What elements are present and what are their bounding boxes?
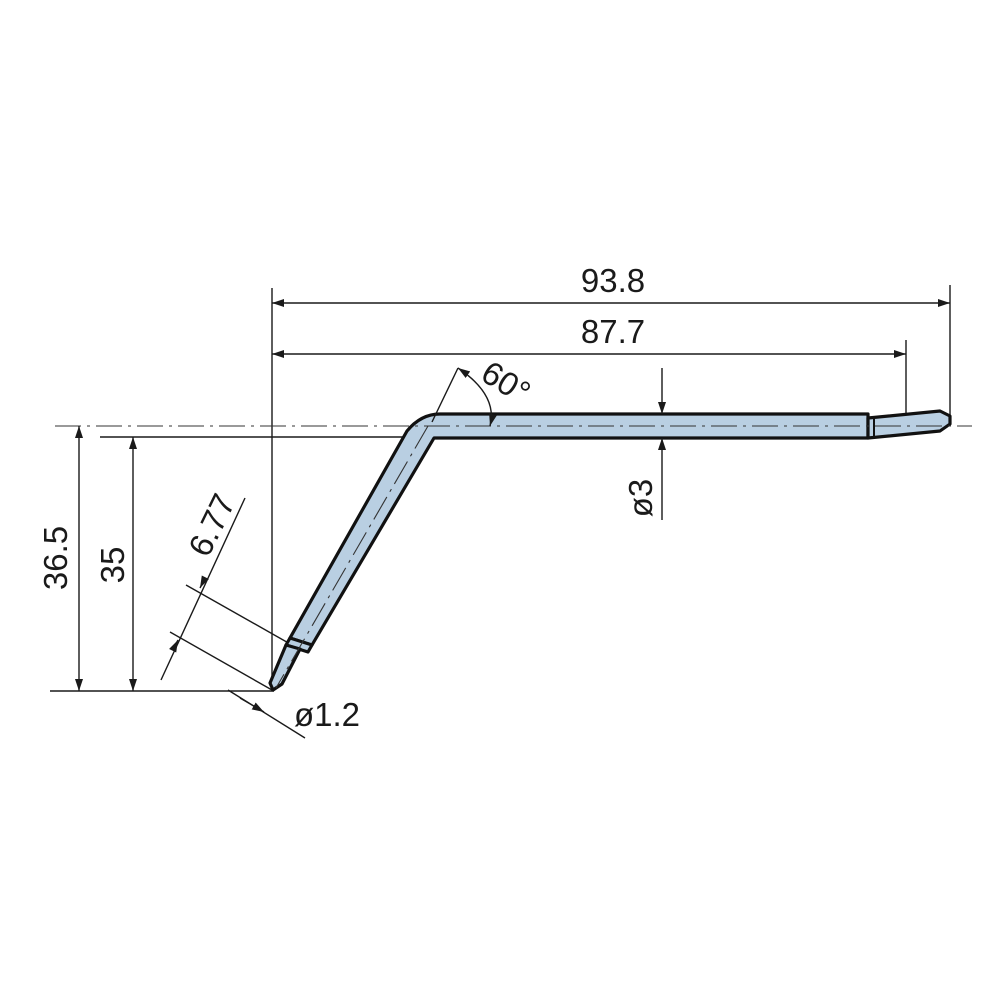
dim-length-to-collar: 87.7 bbox=[581, 313, 645, 350]
dim-total-height: 36.5 bbox=[37, 526, 74, 590]
probe-tip bbox=[268, 643, 302, 692]
dim-tip-diameter: ø1.2 bbox=[294, 696, 360, 733]
center-lines bbox=[55, 425, 972, 689]
dim-shaft-diameter: ø3 bbox=[622, 479, 659, 518]
dim-bend-angle: 60° bbox=[475, 353, 537, 411]
dimension-lines bbox=[75, 299, 950, 739]
extension-lines bbox=[50, 285, 951, 692]
probe-collar bbox=[284, 636, 314, 654]
dimension-labels: 93.8 87.7 60° ø3 36.5 35 6.77 ø1.2 bbox=[37, 262, 659, 733]
probe-end-cap bbox=[866, 409, 952, 440]
probe-shaft bbox=[288, 412, 870, 647]
dim-overall-length: 93.8 bbox=[581, 262, 645, 299]
probe-body bbox=[268, 409, 952, 692]
dim-height-to-tip: 35 bbox=[94, 547, 131, 584]
